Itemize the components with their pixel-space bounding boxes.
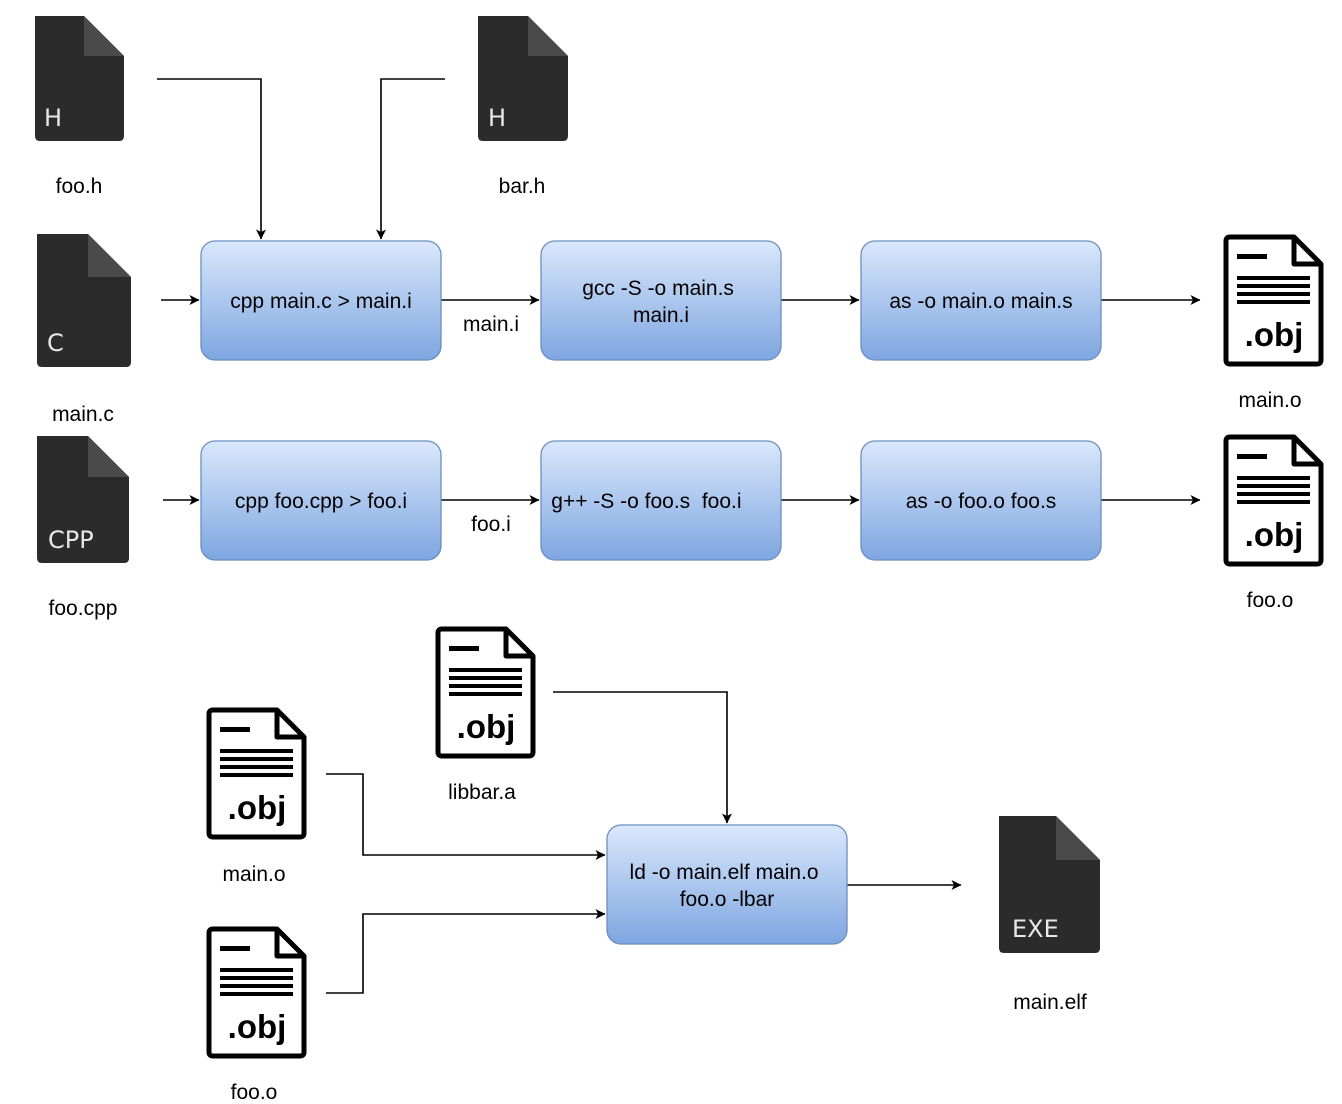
file-bar-h: H bar.h [478,16,568,198]
step-text: ld -o main.elf main.o foo.o -lbar [630,861,825,911]
file-main-elf: EXE main.elf [999,816,1100,1014]
file-label: foo.cpp [49,597,118,620]
file-main-o-link-input: .obj main.o [206,707,307,886]
object-file-icon: .obj [206,926,307,1059]
file-foo-h: H foo.h [35,16,124,198]
arrow-main-o-to-ld [326,773,606,860]
arrow-libbar-to-ld [553,691,732,824]
file-label: main.o [1238,389,1301,412]
step-text: cpp main.c > main.i [230,290,412,313]
object-file-icon: .obj [435,626,536,759]
executable-file-icon: EXE [999,816,1100,953]
file-badge: CPP [48,526,94,554]
step-cpp-main: cpp main.c > main.i [200,240,442,361]
file-badge: H [44,104,62,132]
file-label: libbar.a [448,781,516,804]
step-text: g++ -S -o foo.s foo.i [551,0,770,513]
file-label: bar.h [499,175,546,198]
step-text: gcc -S -o main.s main.i [582,277,740,327]
step-text: cpp foo.cpp > foo.i [235,490,407,513]
file-label: foo.o [231,1081,278,1104]
step-text: as -o foo.o foo.s [906,490,1057,513]
file-label: foo.h [56,175,103,198]
file-foo-cpp: CPP foo.cpp [37,436,129,620]
edge-label-foo-i: foo.i [471,513,511,536]
file-badge: .obj [1245,316,1304,353]
file-libbar-a: .obj libbar.a [435,626,536,804]
object-file-icon: .obj [206,707,307,840]
step-as-foo: as -o foo.o foo.s [860,440,1102,561]
c-source-file-icon: C [37,234,131,367]
step-gpp-foo: g++ -S -o foo.s foo.i [540,0,782,561]
step-as-main: as -o main.o main.s [860,240,1102,361]
step-cpp-foo: cpp foo.cpp > foo.i [200,440,442,561]
file-badge: .obj [457,708,516,745]
file-label: main.o [222,863,285,886]
file-badge: .obj [228,789,287,826]
edge-label-main-i: main.i [463,313,519,336]
file-main-c: C main.c [37,234,131,426]
arrow-bar-h-to-cpp-main [376,78,445,240]
file-badge: C [47,329,64,357]
header-file-icon: H [478,16,568,141]
file-label: main.c [52,403,114,426]
file-foo-o-link-input: .obj foo.o [206,926,307,1104]
file-main-o-output: .obj main.o [1223,234,1324,412]
file-badge: .obj [1245,516,1304,553]
object-file-icon: .obj [1223,234,1324,367]
step-ld: ld -o main.elf main.o foo.o -lbar [606,824,848,945]
arrow-foo-h-to-cpp-main [157,78,266,240]
header-file-icon: H [35,16,124,141]
step-text: as -o main.o main.s [889,290,1072,313]
file-label: foo.o [1247,589,1294,612]
step-gcc-main: gcc -S -o main.s main.i [540,240,782,361]
object-file-icon: .obj [1223,434,1324,567]
file-badge: EXE [1012,915,1059,943]
file-label: main.elf [1013,991,1087,1014]
connectors [157,78,1201,994]
file-badge: .obj [228,1008,287,1045]
arrow-foo-o-to-ld [326,909,606,994]
cpp-source-file-icon: CPP [37,436,129,563]
file-foo-o-output: .obj foo.o [1223,434,1324,612]
file-badge: H [488,104,506,132]
